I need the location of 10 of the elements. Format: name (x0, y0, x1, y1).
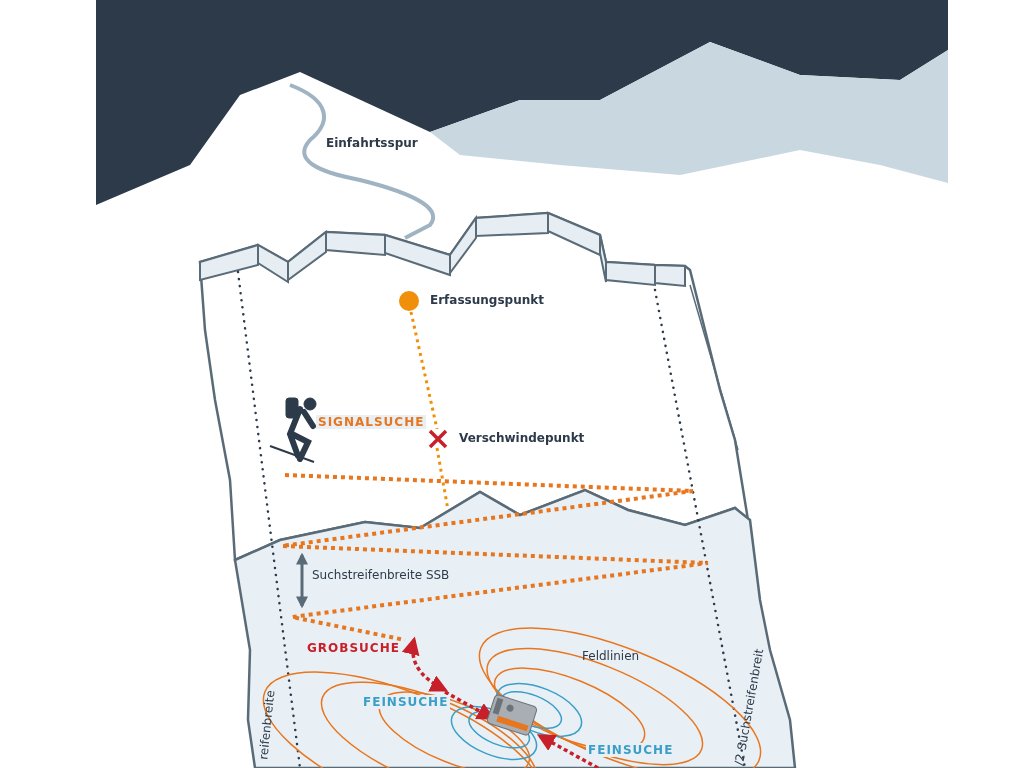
field-lines-label: Feldlinien (582, 649, 640, 663)
width-label: Suchstreifenbreite SSB (312, 568, 450, 582)
phase-label: GROBSUCHE (305, 641, 402, 655)
phase-label: SIGNALSUCHE (316, 415, 427, 429)
track-label: Einfahrtsspur (326, 136, 418, 150)
dotted-line (409, 311, 439, 430)
phase-label: FEINSUCHE (361, 695, 451, 709)
width-label: reifenbreite (256, 689, 278, 761)
point-label: Erfassungspunkt (430, 293, 544, 307)
point-label: Verschwindepunkt (459, 431, 585, 445)
